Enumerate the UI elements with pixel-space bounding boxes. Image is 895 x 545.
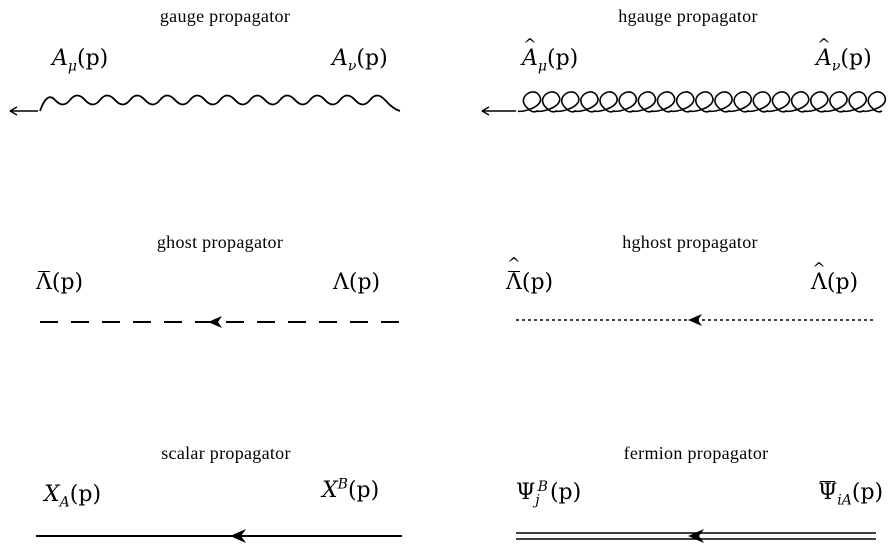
fermion-left-field: ΨjB(p) <box>516 478 582 509</box>
gauge-right-field: Aν(p) <box>332 46 388 75</box>
hghost-right-field: Λ^(p) <box>811 259 859 295</box>
gauge-propagator-title: gauge propagator <box>159 6 291 26</box>
gauge-left-field: Aμ(p) <box>52 46 109 75</box>
hgauge-right-field: A^ν(p) <box>816 35 872 75</box>
gluon-coil-path <box>517 91 887 113</box>
scalar-right-field: XB(p) <box>322 476 380 503</box>
ghost-right-field: Λ(p) <box>333 270 381 295</box>
hgauge-left-field: A^μ(p) <box>522 35 579 75</box>
scalar-left-field: XA(p) <box>44 482 102 511</box>
fermion-propagator-title: fermion propagator <box>623 443 769 463</box>
hghost-line <box>516 314 876 326</box>
ghost-propagator-title: ghost propagator <box>156 232 284 252</box>
ghost-line <box>40 316 400 328</box>
hgauge-line <box>481 91 887 116</box>
gauge-line <box>9 94 401 116</box>
fermion-line <box>516 529 876 543</box>
scalar-propagator-title: scalar propagator <box>161 443 291 463</box>
scalar-line <box>36 529 402 543</box>
ghost-left-field: Λ(p) <box>36 270 84 295</box>
hghost-left-field: Λ^(p) <box>506 254 554 295</box>
hghost-propagator-title: hghost propagator <box>622 232 758 252</box>
hgauge-propagator-title: hgauge propagator <box>618 6 758 26</box>
